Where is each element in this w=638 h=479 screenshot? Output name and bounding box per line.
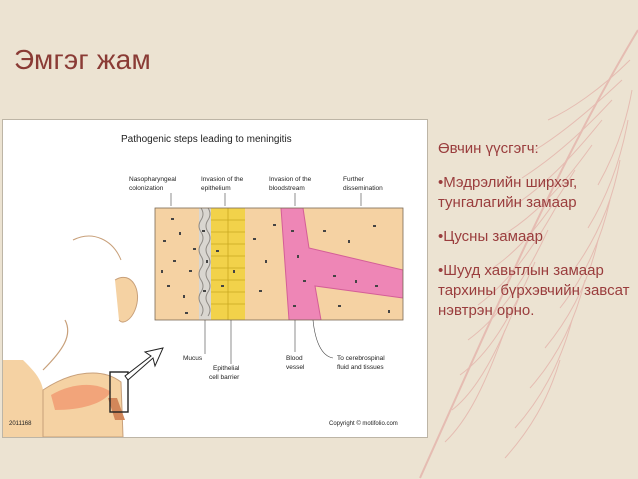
figure-title: Pathogenic steps leading to meningitis xyxy=(121,134,292,145)
blood-vessel xyxy=(280,208,403,320)
bullet-heading: Өвчин үүсгэгч: xyxy=(438,140,539,157)
label-nasopharyngeal-2: colonization xyxy=(129,185,164,192)
label-blood-2: vessel xyxy=(286,364,305,371)
head-profile xyxy=(3,235,164,437)
meningitis-figure: Pathogenic steps leading to meningitis N… xyxy=(2,119,428,438)
label-epithelium-1: Invasion of the xyxy=(201,176,244,183)
label-csf-1: To cerebrospinal xyxy=(337,355,385,362)
label-dissemination-2: dissemination xyxy=(343,185,383,192)
figure-copyright: Copyright © motifolio.com xyxy=(329,420,398,427)
bullet-list: Өвчин үүсгэгч: •Мэдрэлийн ширхэг, тунгал… xyxy=(438,139,633,335)
figure-id: 2011168 xyxy=(9,421,32,427)
slide-title: Эмгэг жам xyxy=(14,44,151,75)
label-epithelium-2: epithelium xyxy=(201,185,231,192)
label-csf-2: fluid and tissues xyxy=(337,364,384,371)
label-nasopharyngeal-1: Nasopharyngeal xyxy=(129,176,177,183)
label-epithelial-2: cell barrier xyxy=(209,374,240,381)
label-epithelial-1: Epithelial xyxy=(213,365,240,372)
label-dissemination-1: Further xyxy=(343,176,365,183)
label-bloodstream-1: Invasion of the xyxy=(269,176,312,183)
bullet-direct-contact: •Шууд хавьтлын замаар тархины бүрхэвчийн… xyxy=(438,262,630,319)
bullet-nerve-lymph: •Мэдрэлийн ширхэг, тунгалагийн замаар xyxy=(438,174,578,211)
label-blood-1: Blood xyxy=(286,355,303,362)
label-bloodstream-2: bloodstream xyxy=(269,185,305,192)
bullet-blood: •Цусны замаар xyxy=(438,228,543,245)
label-mucus: Mucus xyxy=(183,355,203,362)
